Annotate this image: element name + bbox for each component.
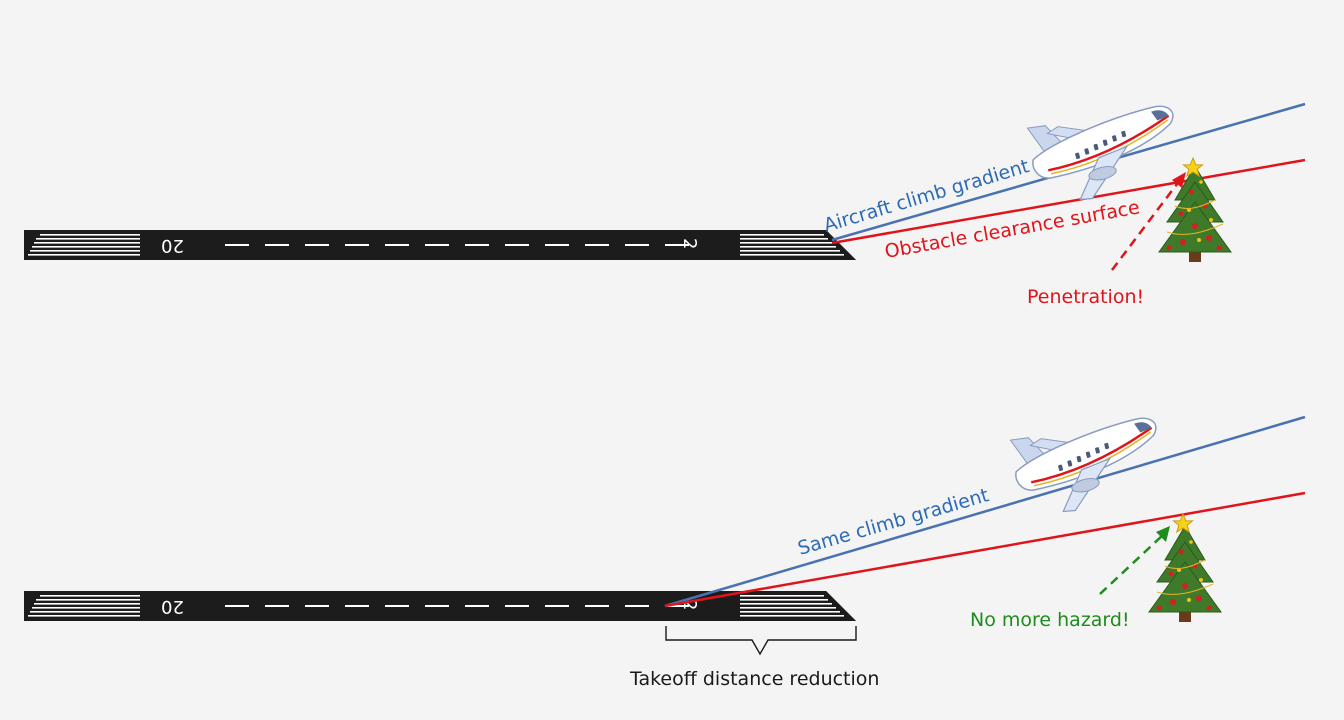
bottom-climb-label: Same climb gradient: [795, 484, 991, 560]
jet-airplane-icon: [1022, 91, 1190, 212]
takeoff-reduction-brace: [665, 626, 857, 656]
bottom-result-label: No more hazard!: [970, 609, 1130, 631]
bottom-obstacle-surface-line: [664, 491, 1306, 608]
bottom-safe-arrow: [1099, 533, 1165, 595]
bottom-climb-gradient-line: [664, 415, 1306, 608]
bottom-scenario: 20 2 Same climb gradient No more hazard!…: [24, 403, 1306, 690]
top-scenario: 20 2 Aircraft climb gradient Obstacle cl…: [24, 91, 1306, 308]
christmas-tree-icon: [1158, 165, 1232, 263]
top-obstacle-surface-line: [831, 158, 1306, 245]
top-penetration-arrowhead: [1172, 172, 1186, 188]
top-runway-number-right: 2: [679, 238, 700, 249]
christmas-tree-icon: [1148, 525, 1222, 623]
bottom-safe-arrowhead: [1156, 526, 1170, 542]
top-runway-number-left: 20: [161, 235, 184, 256]
bottom-reduction-label: Takeoff distance reduction: [629, 668, 879, 690]
top-result-label: Penetration!: [1027, 286, 1144, 308]
bottom-runway-number-left: 20: [161, 596, 184, 617]
bottom-runway-number-right: 2: [679, 599, 700, 610]
top-penetration-arrow: [1111, 179, 1181, 271]
top-runway: [24, 230, 856, 260]
